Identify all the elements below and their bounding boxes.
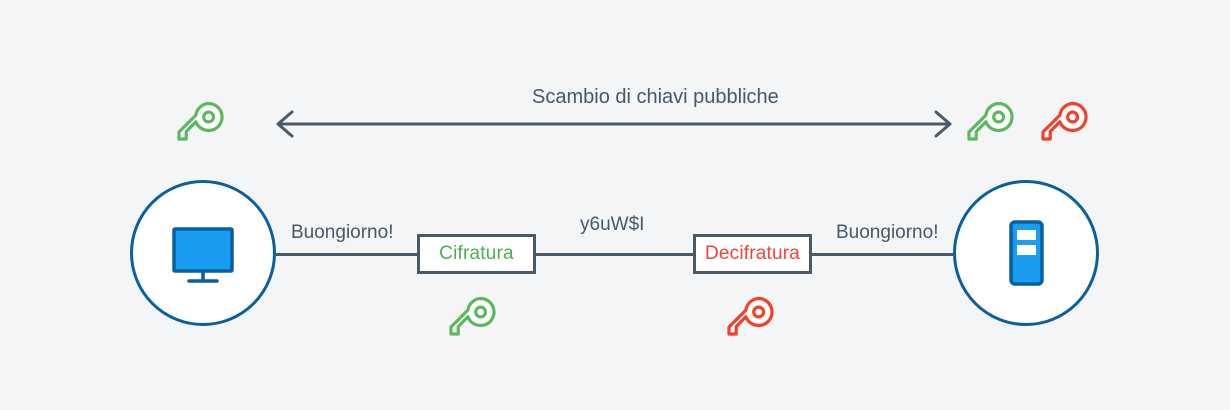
encryption-label: Cifratura	[439, 243, 514, 264]
decryption-box[interactable]: Decifratura	[693, 234, 812, 274]
client-node[interactable]	[130, 180, 276, 326]
plaintext-right-label: Buongiorno!	[836, 222, 939, 243]
key-icon	[1041, 101, 1088, 141]
monitor-icon	[172, 227, 234, 283]
wire-client-to-encrypt	[276, 253, 418, 256]
key-exchange-label: Scambio di chiavi pubbliche	[532, 86, 779, 108]
server-icon	[1009, 220, 1044, 286]
ciphertext-label: y6uW$I	[580, 214, 645, 235]
wire-encrypt-to-decrypt	[535, 253, 694, 256]
key-exchange-arrow	[276, 110, 952, 138]
wire-decrypt-to-server	[811, 253, 954, 256]
server-node[interactable]	[953, 180, 1099, 326]
key-icon	[177, 101, 224, 141]
encryption-box[interactable]: Cifratura	[417, 234, 536, 274]
key-icon	[727, 296, 774, 336]
key-icon	[967, 101, 1014, 141]
decryption-label: Decifratura	[704, 243, 801, 264]
plaintext-left-label: Buongiorno!	[291, 222, 394, 243]
key-icon	[449, 296, 496, 336]
